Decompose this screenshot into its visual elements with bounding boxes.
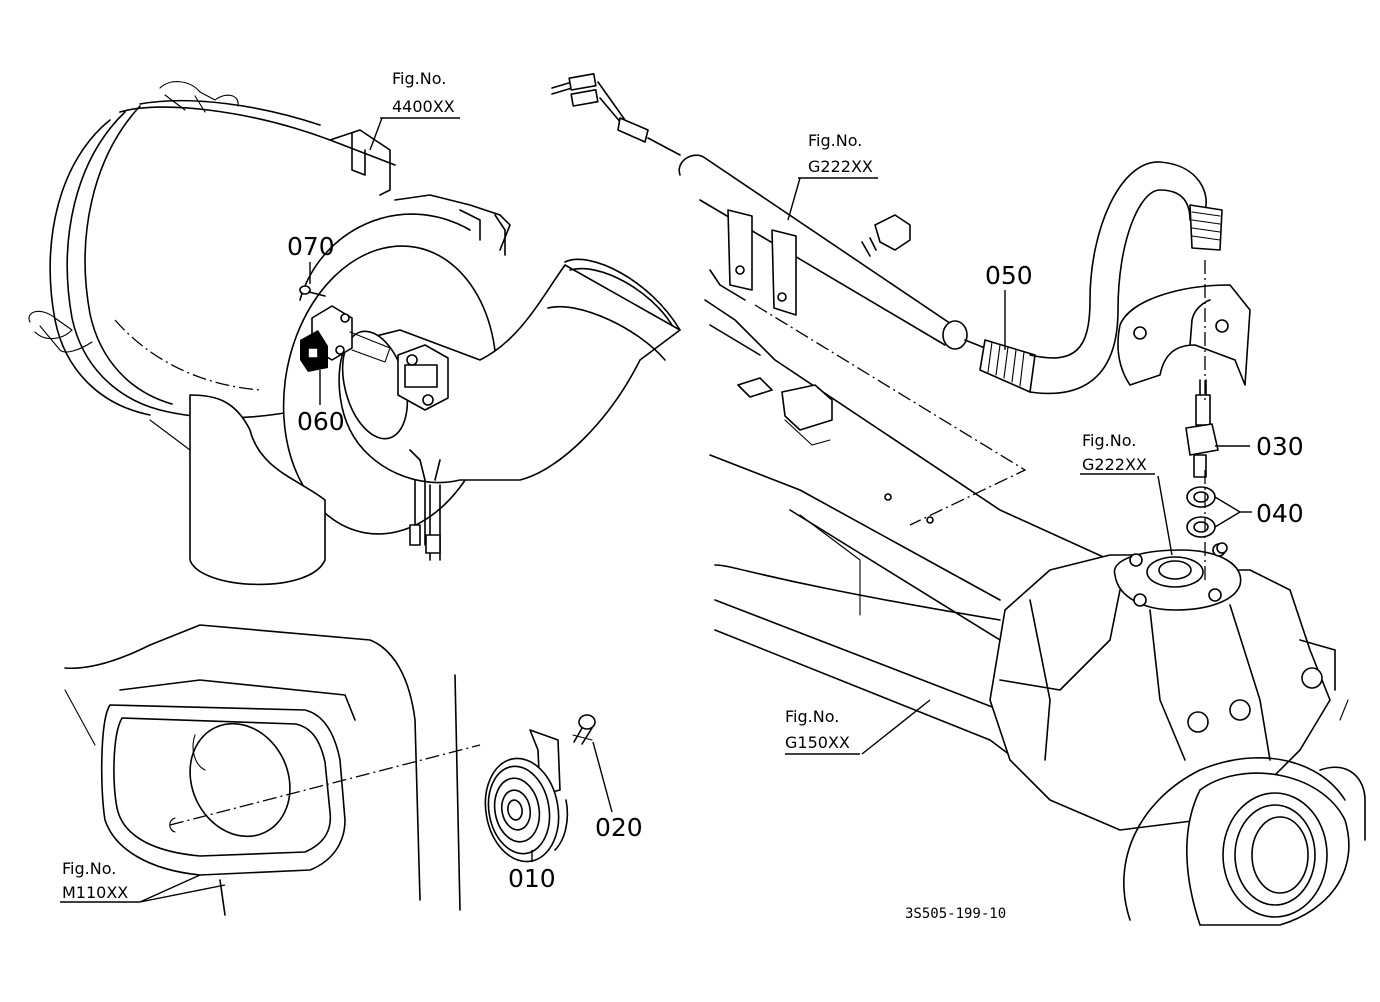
fig-ref-label: Fig.No. bbox=[785, 707, 839, 726]
front-axle-assembly bbox=[678, 154, 1366, 926]
fig-ref-code: M110XX bbox=[62, 883, 128, 902]
fig-ref-code: G150XX bbox=[785, 733, 850, 752]
fig-ref-g150xx: Fig.No. G150XX bbox=[785, 707, 850, 752]
switch-060-icon bbox=[300, 305, 391, 372]
fig-ref-code: G222XX bbox=[808, 157, 873, 176]
fig-ref-label: Fig.No. bbox=[1082, 431, 1136, 450]
part-number-050: 050 bbox=[985, 261, 1033, 290]
washer-040-icon bbox=[1186, 486, 1216, 538]
fig-ref-g222xx-top: Fig.No. G222XX bbox=[808, 131, 873, 176]
fender-assembly bbox=[64, 624, 481, 916]
bracket-plate bbox=[1117, 284, 1251, 386]
switch-030-icon bbox=[1185, 379, 1219, 478]
part-number-040: 040 bbox=[1256, 499, 1304, 528]
horn-010-icon bbox=[484, 729, 569, 863]
part-number-020: 020 bbox=[595, 813, 643, 842]
screw-070-icon bbox=[299, 285, 326, 297]
fig-ref-4400xx: Fig.No. 4400XX bbox=[392, 69, 455, 116]
fig-ref-m110xx: Fig.No. M110XX bbox=[62, 859, 128, 902]
leader-lines bbox=[60, 117, 1252, 903]
wire-harness bbox=[551, 73, 681, 156]
fig-ref-code: G222XX bbox=[1082, 455, 1147, 474]
drawing-number: 3S505-199-10 bbox=[905, 906, 1006, 922]
fitting-icon bbox=[861, 214, 911, 257]
fig-ref-label: Fig.No. bbox=[392, 69, 446, 88]
air-cleaner-assembly bbox=[28, 81, 681, 586]
fig-ref-label: Fig.No. bbox=[808, 131, 862, 150]
part-number-070: 070 bbox=[287, 232, 335, 261]
part-number-030: 030 bbox=[1256, 432, 1304, 461]
fig-ref-g222xx-axle: Fig.No. G222XX bbox=[1082, 431, 1147, 474]
part-number-060: 060 bbox=[297, 407, 345, 436]
bolt-020-icon bbox=[572, 714, 596, 745]
fig-ref-label: Fig.No. bbox=[62, 859, 116, 878]
part-number-010: 010 bbox=[508, 864, 556, 893]
hose-050-icon bbox=[964, 161, 1223, 395]
fig-ref-code: 4400XX bbox=[392, 97, 455, 116]
